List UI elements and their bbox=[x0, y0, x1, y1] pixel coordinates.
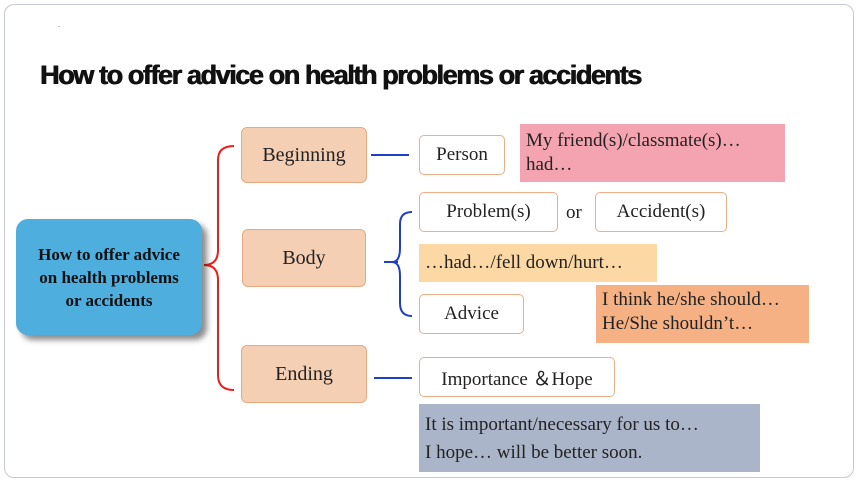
problem-box: Problem(s) bbox=[419, 192, 558, 232]
blue-brace bbox=[391, 211, 413, 317]
red-brace bbox=[203, 145, 235, 391]
advice-note: I think he/she should… He/She shouldn’t… bbox=[596, 285, 809, 343]
center-topic-box: How to offer advice on health problems o… bbox=[16, 219, 202, 335]
beginning-note-line2: had… bbox=[526, 154, 573, 175]
advice-note-line1: I think he/she should… bbox=[602, 289, 780, 310]
beginning-note-line1: My friend(s)/classmate(s)… bbox=[526, 130, 741, 151]
importance-hope-box: Importance ＆Hope bbox=[419, 357, 615, 397]
advice-note-line2: He/She shouldn’t… bbox=[602, 313, 754, 334]
ending-note-line2: I hope… will be better soon. bbox=[425, 442, 643, 463]
beginning-note: My friend(s)/classmate(s)… had… bbox=[520, 124, 785, 182]
advice-box: Advice bbox=[419, 294, 524, 334]
ending-box: Ending bbox=[241, 345, 367, 403]
accident-box: Accident(s) bbox=[595, 192, 727, 232]
or-label: or bbox=[566, 202, 582, 223]
corner-dot: . bbox=[58, 20, 61, 29]
had-note: …had…/fell down/hurt… bbox=[419, 244, 657, 282]
ending-note-line1: It is important/necessary for us to… bbox=[425, 414, 699, 435]
body-box: Body bbox=[242, 229, 366, 287]
slide-title: How to offer advice on health problems o… bbox=[40, 60, 642, 90]
beginning-box: Beginning bbox=[241, 127, 367, 183]
person-box: Person bbox=[419, 135, 505, 175]
ending-note: It is important/necessary for us to… I h… bbox=[419, 404, 760, 472]
